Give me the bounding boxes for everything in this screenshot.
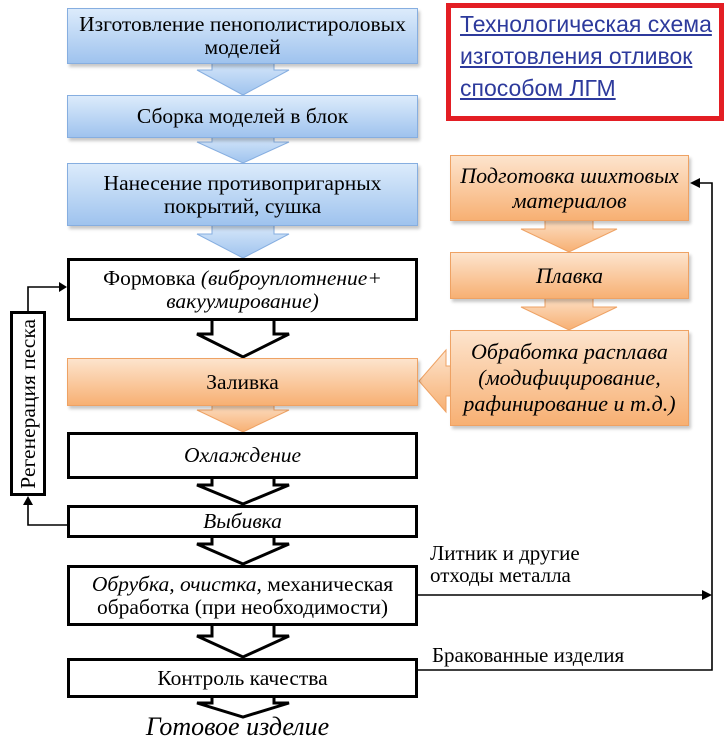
step-molding-name: Формовка xyxy=(103,265,196,290)
step-quality-control: Контроль качества xyxy=(67,658,418,698)
step-pouring-label: Заливка xyxy=(206,369,279,394)
connector-regeneration-to-molding xyxy=(27,286,61,311)
step-block-assembly: Сборка моделей в блок xyxy=(67,95,418,138)
step-block-assembly-label: Сборка моделей в блок xyxy=(136,104,349,128)
arrow-melting-to-treatment xyxy=(520,293,618,331)
step-melt-treatment-line-2: (модифицирование, xyxy=(478,365,661,390)
step-coating: Нанесение противопригарных покрытий, суш… xyxy=(67,163,418,226)
label-metal-waste: Литник и другие отходы металла xyxy=(430,542,580,586)
step-melt-treatment-line-3: рафинирование и т.д.) xyxy=(463,391,676,416)
step-sand-regeneration-label: Регенерация песка xyxy=(16,318,40,489)
scheme-title-line-3[interactable]: способом ЛГМ xyxy=(460,75,616,101)
step-molding-detail-1: (виброуплотнение+ xyxy=(200,265,382,290)
step-molding-line-1: Формовка (виброуплотнение+ xyxy=(103,265,382,290)
label-metal-waste-line-2: отходы металла xyxy=(430,563,571,587)
label-metal-waste-line-1: Литник и другие xyxy=(430,541,580,565)
step-finishing: Обрубка, очистка, механическая обработка… xyxy=(67,565,418,626)
step-knockout: Выбивка xyxy=(67,505,418,538)
arrowhead-into-charge xyxy=(690,178,700,188)
step-coating-line-2: покрытий, сушка xyxy=(163,193,322,218)
scheme-title-line-1[interactable]: Технологическая схема xyxy=(460,11,712,37)
step-finishing-regular: механическая xyxy=(267,571,394,596)
scheme-title-box: Технологическая схема изготовления отлив… xyxy=(446,3,724,121)
arrowhead-into-regeneration xyxy=(23,496,33,505)
step-finishing-line-1: Обрубка, очистка, механическая xyxy=(91,571,394,596)
step-melt-treatment: Обработка расплава (модифицирование, раф… xyxy=(450,330,689,426)
arrowhead-into-molding xyxy=(59,282,67,292)
arrow-coating-to-molding xyxy=(196,221,290,259)
arrowhead-metal-waste xyxy=(702,590,712,600)
label-rejects: Бракованные изделия xyxy=(432,643,625,667)
arrow-knockout-to-finishing xyxy=(196,532,290,566)
scheme-title-line-2[interactable]: изготовления отливок xyxy=(460,43,693,69)
step-cooling: Охлаждение xyxy=(67,432,418,479)
step-molding: Формовка (виброуплотнение+ вакуумировани… xyxy=(67,258,418,321)
step-foam-models-line-2: моделей xyxy=(204,35,281,59)
arrow-charge-to-melting xyxy=(520,215,618,253)
connector-knockout-to-regeneration xyxy=(27,503,67,526)
step-foam-models: Изготовление пенополистироловых моделей xyxy=(67,8,418,64)
step-finishing-italic: Обрубка, очистка, xyxy=(91,571,262,596)
step-sand-regeneration: Регенерация песка xyxy=(10,311,46,496)
step-molding-detail-2: вакуумирование) xyxy=(166,288,319,313)
arrow-finishing-to-qc xyxy=(196,619,290,659)
step-melt-treatment-line-1: Обработка расплава xyxy=(471,339,668,364)
step-foam-models-line-1: Изготовление пенополистироловых xyxy=(79,12,406,36)
step-finishing-line-2: обработка (при необходимости) xyxy=(96,594,389,619)
step-melting-label: Плавка xyxy=(535,263,604,288)
step-charge-preparation: Подготовка шихтовых материалов xyxy=(450,155,689,221)
arrow-molding-to-pouring xyxy=(196,314,290,359)
step-cooling-label: Охлаждение xyxy=(183,443,302,467)
step-coating-line-1: Нанесение противопригарных xyxy=(103,170,382,195)
final-product-label: Готовое изделие xyxy=(145,712,330,741)
step-knockout-label: Выбивка xyxy=(203,509,282,533)
step-pouring: Заливка xyxy=(67,358,418,406)
step-charge-line-1: Подготовка шихтовых xyxy=(460,163,679,188)
step-melting: Плавка xyxy=(450,252,689,299)
step-charge-line-2: материалов xyxy=(512,188,627,213)
step-quality-control-label: Контроль качества xyxy=(157,665,328,690)
connector-rejects-to-charge xyxy=(418,182,713,671)
